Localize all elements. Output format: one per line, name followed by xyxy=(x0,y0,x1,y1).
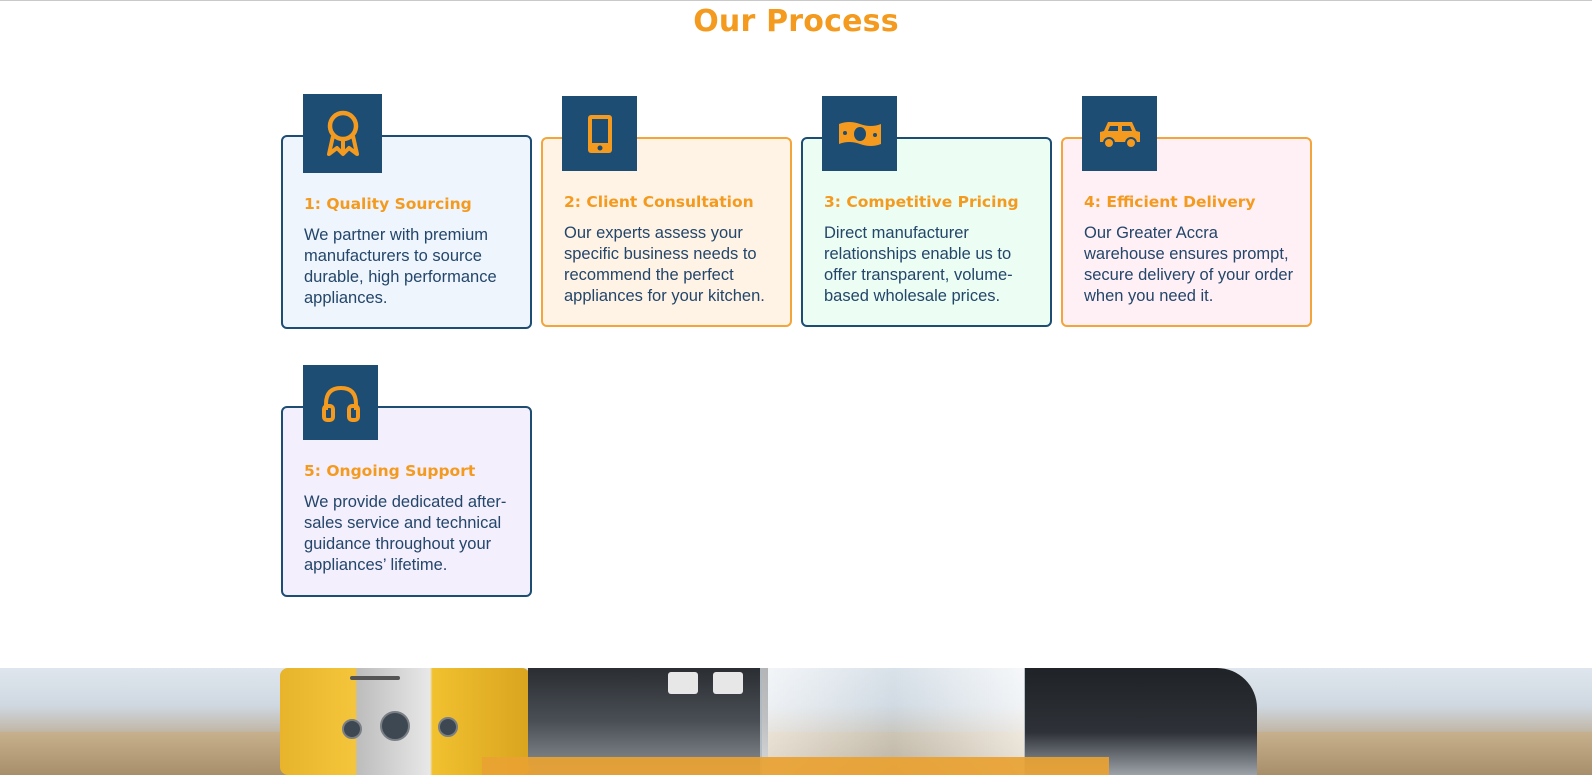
card-description: We partner with premium manufacturers to… xyxy=(304,226,497,307)
card-description: Direct manufacturer relationships enable… xyxy=(824,224,1013,305)
card-icon-box xyxy=(822,96,897,171)
card-title: 4: Efficient Delivery xyxy=(1084,193,1256,211)
money-bill-icon xyxy=(838,121,881,146)
card-title: 3: Competitive Pricing xyxy=(824,193,1019,211)
card-icon-box xyxy=(562,96,637,171)
card-description: Our Greater Accra warehouse ensures prom… xyxy=(1084,224,1294,305)
card-title: 2: Client Consultation xyxy=(564,193,754,211)
headphones-icon xyxy=(321,385,360,422)
mobile-phone-icon xyxy=(587,114,612,153)
card-description: We provide dedicated after-sales service… xyxy=(304,493,507,574)
card-title: 1: Quality Sourcing xyxy=(304,195,472,213)
kitchen-appliances-photo xyxy=(0,668,1592,775)
card-icon-box xyxy=(303,365,378,440)
card-icon-box xyxy=(303,94,382,173)
process-card-quality-sourcing: 1: Quality Sourcing We partner with prem… xyxy=(281,135,532,329)
card-title: 5: Ongoing Support xyxy=(304,462,476,480)
card-description: Our experts assess your specific busines… xyxy=(564,224,765,305)
car-icon xyxy=(1099,121,1140,149)
section-title: Our Process xyxy=(693,4,899,39)
award-ribbon-icon xyxy=(326,110,359,156)
banner-accent-strip xyxy=(482,757,1109,775)
card-icon-box xyxy=(1082,96,1157,171)
top-divider xyxy=(0,0,1592,1)
